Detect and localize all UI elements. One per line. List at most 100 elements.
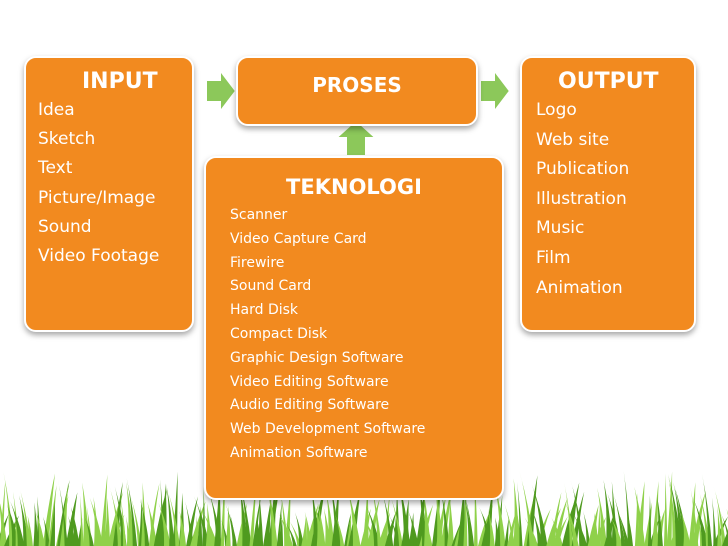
- grass-blade: [647, 495, 652, 546]
- grass-blade: [572, 512, 588, 546]
- grass-blade: [407, 509, 419, 546]
- grass-blade: [19, 486, 31, 546]
- grass-blade: [564, 482, 574, 546]
- grass-blade: [10, 501, 25, 546]
- grass-blade: [561, 501, 575, 546]
- teknologi-item: Sound Card: [230, 278, 312, 295]
- teknologi-item: Animation Software: [230, 444, 368, 461]
- grass-blade: [201, 510, 218, 546]
- grass-blade: [517, 481, 523, 546]
- grass-blade: [713, 486, 726, 546]
- grass-blade: [551, 517, 563, 546]
- grass-blade: [27, 515, 33, 546]
- teknologi-item: Audio Editing Software: [230, 397, 390, 414]
- grass-blade: [713, 516, 728, 546]
- grass-blade: [153, 487, 168, 546]
- grass-blade: [252, 496, 261, 546]
- arrow-input-to-proses: [205, 67, 238, 115]
- grass-blade: [596, 506, 601, 546]
- grass-blade: [266, 480, 278, 546]
- grass-blade: [100, 474, 108, 546]
- teknologi-title: TEKNOLOGI: [286, 175, 422, 199]
- grass-blade: [79, 495, 84, 546]
- grass-blade: [185, 501, 194, 546]
- teknologi-box: TEKNOLOGI Scanner Video Capture Card Fir…: [204, 156, 504, 500]
- grass-blade: [167, 490, 180, 546]
- grass-blade: [550, 492, 562, 546]
- grass-blade: [258, 494, 264, 546]
- grass-blade: [626, 508, 633, 546]
- grass-blade: [50, 500, 55, 546]
- grass-blade: [0, 480, 6, 546]
- grass-blade: [614, 504, 630, 546]
- teknologi-item: Video Capture Card: [230, 230, 367, 247]
- grass-blade: [702, 474, 712, 546]
- grass-blade: [711, 497, 717, 546]
- teknologi-item: Hard Disk: [230, 302, 299, 319]
- input-box: INPUT Idea Sketch Text Picture/Image Sou…: [24, 56, 194, 332]
- grass-blade: [263, 497, 272, 546]
- input-title: INPUT: [82, 69, 158, 94]
- grass-blade: [587, 504, 599, 546]
- teknologi-item: Firewire: [230, 254, 285, 271]
- grass-blade: [147, 501, 158, 546]
- input-item: Picture/Image: [38, 187, 156, 208]
- grass-blade: [673, 482, 685, 546]
- grass-blade: [43, 516, 50, 546]
- grass-blade: [186, 496, 198, 546]
- output-item: Animation: [536, 277, 623, 298]
- grass-blade: [238, 476, 252, 546]
- teknologi-item: Graphic Design Software: [230, 349, 404, 366]
- grass-blade: [522, 514, 539, 546]
- input-item: Idea: [38, 100, 75, 120]
- grass-blade: [531, 507, 543, 546]
- grass-blade: [225, 505, 231, 546]
- grass-blade: [597, 487, 607, 546]
- grass-blade: [112, 482, 123, 546]
- grass-blade: [193, 496, 210, 546]
- grass-blade: [722, 530, 728, 546]
- input-item: Sketch: [38, 129, 96, 150]
- grass-blade: [610, 517, 623, 546]
- grass-blade: [463, 481, 468, 546]
- grass-blade: [688, 482, 696, 546]
- grass-blade: [82, 482, 90, 546]
- grass-blade: [166, 484, 175, 546]
- output-item: Publication: [536, 159, 630, 180]
- grass-blade: [89, 497, 103, 546]
- grass-blade: [35, 511, 45, 546]
- grass-blade: [365, 505, 381, 546]
- grass-blade: [325, 491, 335, 546]
- output-box: OUTPUT Logo Web site Publication Illustr…: [520, 56, 696, 332]
- output-item: Music: [536, 218, 585, 239]
- grass-blade: [381, 488, 394, 546]
- grass-blade: [634, 486, 645, 546]
- grass-blade: [158, 502, 171, 546]
- grass-blade: [387, 512, 400, 546]
- grass-blade: [388, 489, 403, 546]
- grass-blade: [531, 484, 548, 546]
- grass-blade: [668, 475, 678, 546]
- grass-blade: [656, 495, 663, 546]
- arrow-teknologi-to-proses: [333, 118, 379, 157]
- proses-box: PROSES: [236, 56, 478, 126]
- grass-blade: [279, 513, 284, 546]
- grass-blade: [179, 511, 187, 546]
- grass-blade: [463, 488, 475, 546]
- input-list: Idea Sketch Text Picture/Image Sound Vid…: [38, 96, 192, 271]
- grass-blade: [19, 495, 29, 546]
- arrow-proses-to-output: [479, 67, 512, 115]
- grass-blade: [48, 485, 57, 546]
- grass-blade: [83, 514, 94, 546]
- grass-blade: [104, 498, 111, 546]
- grass-blade: [440, 488, 450, 546]
- grass-blade: [108, 483, 123, 546]
- output-item: Logo: [536, 100, 577, 120]
- grass-blade: [119, 492, 127, 546]
- output-item: Film: [536, 247, 571, 268]
- input-item: Text: [38, 158, 73, 179]
- output-list: Logo Web site Publication Illustration M…: [536, 96, 694, 303]
